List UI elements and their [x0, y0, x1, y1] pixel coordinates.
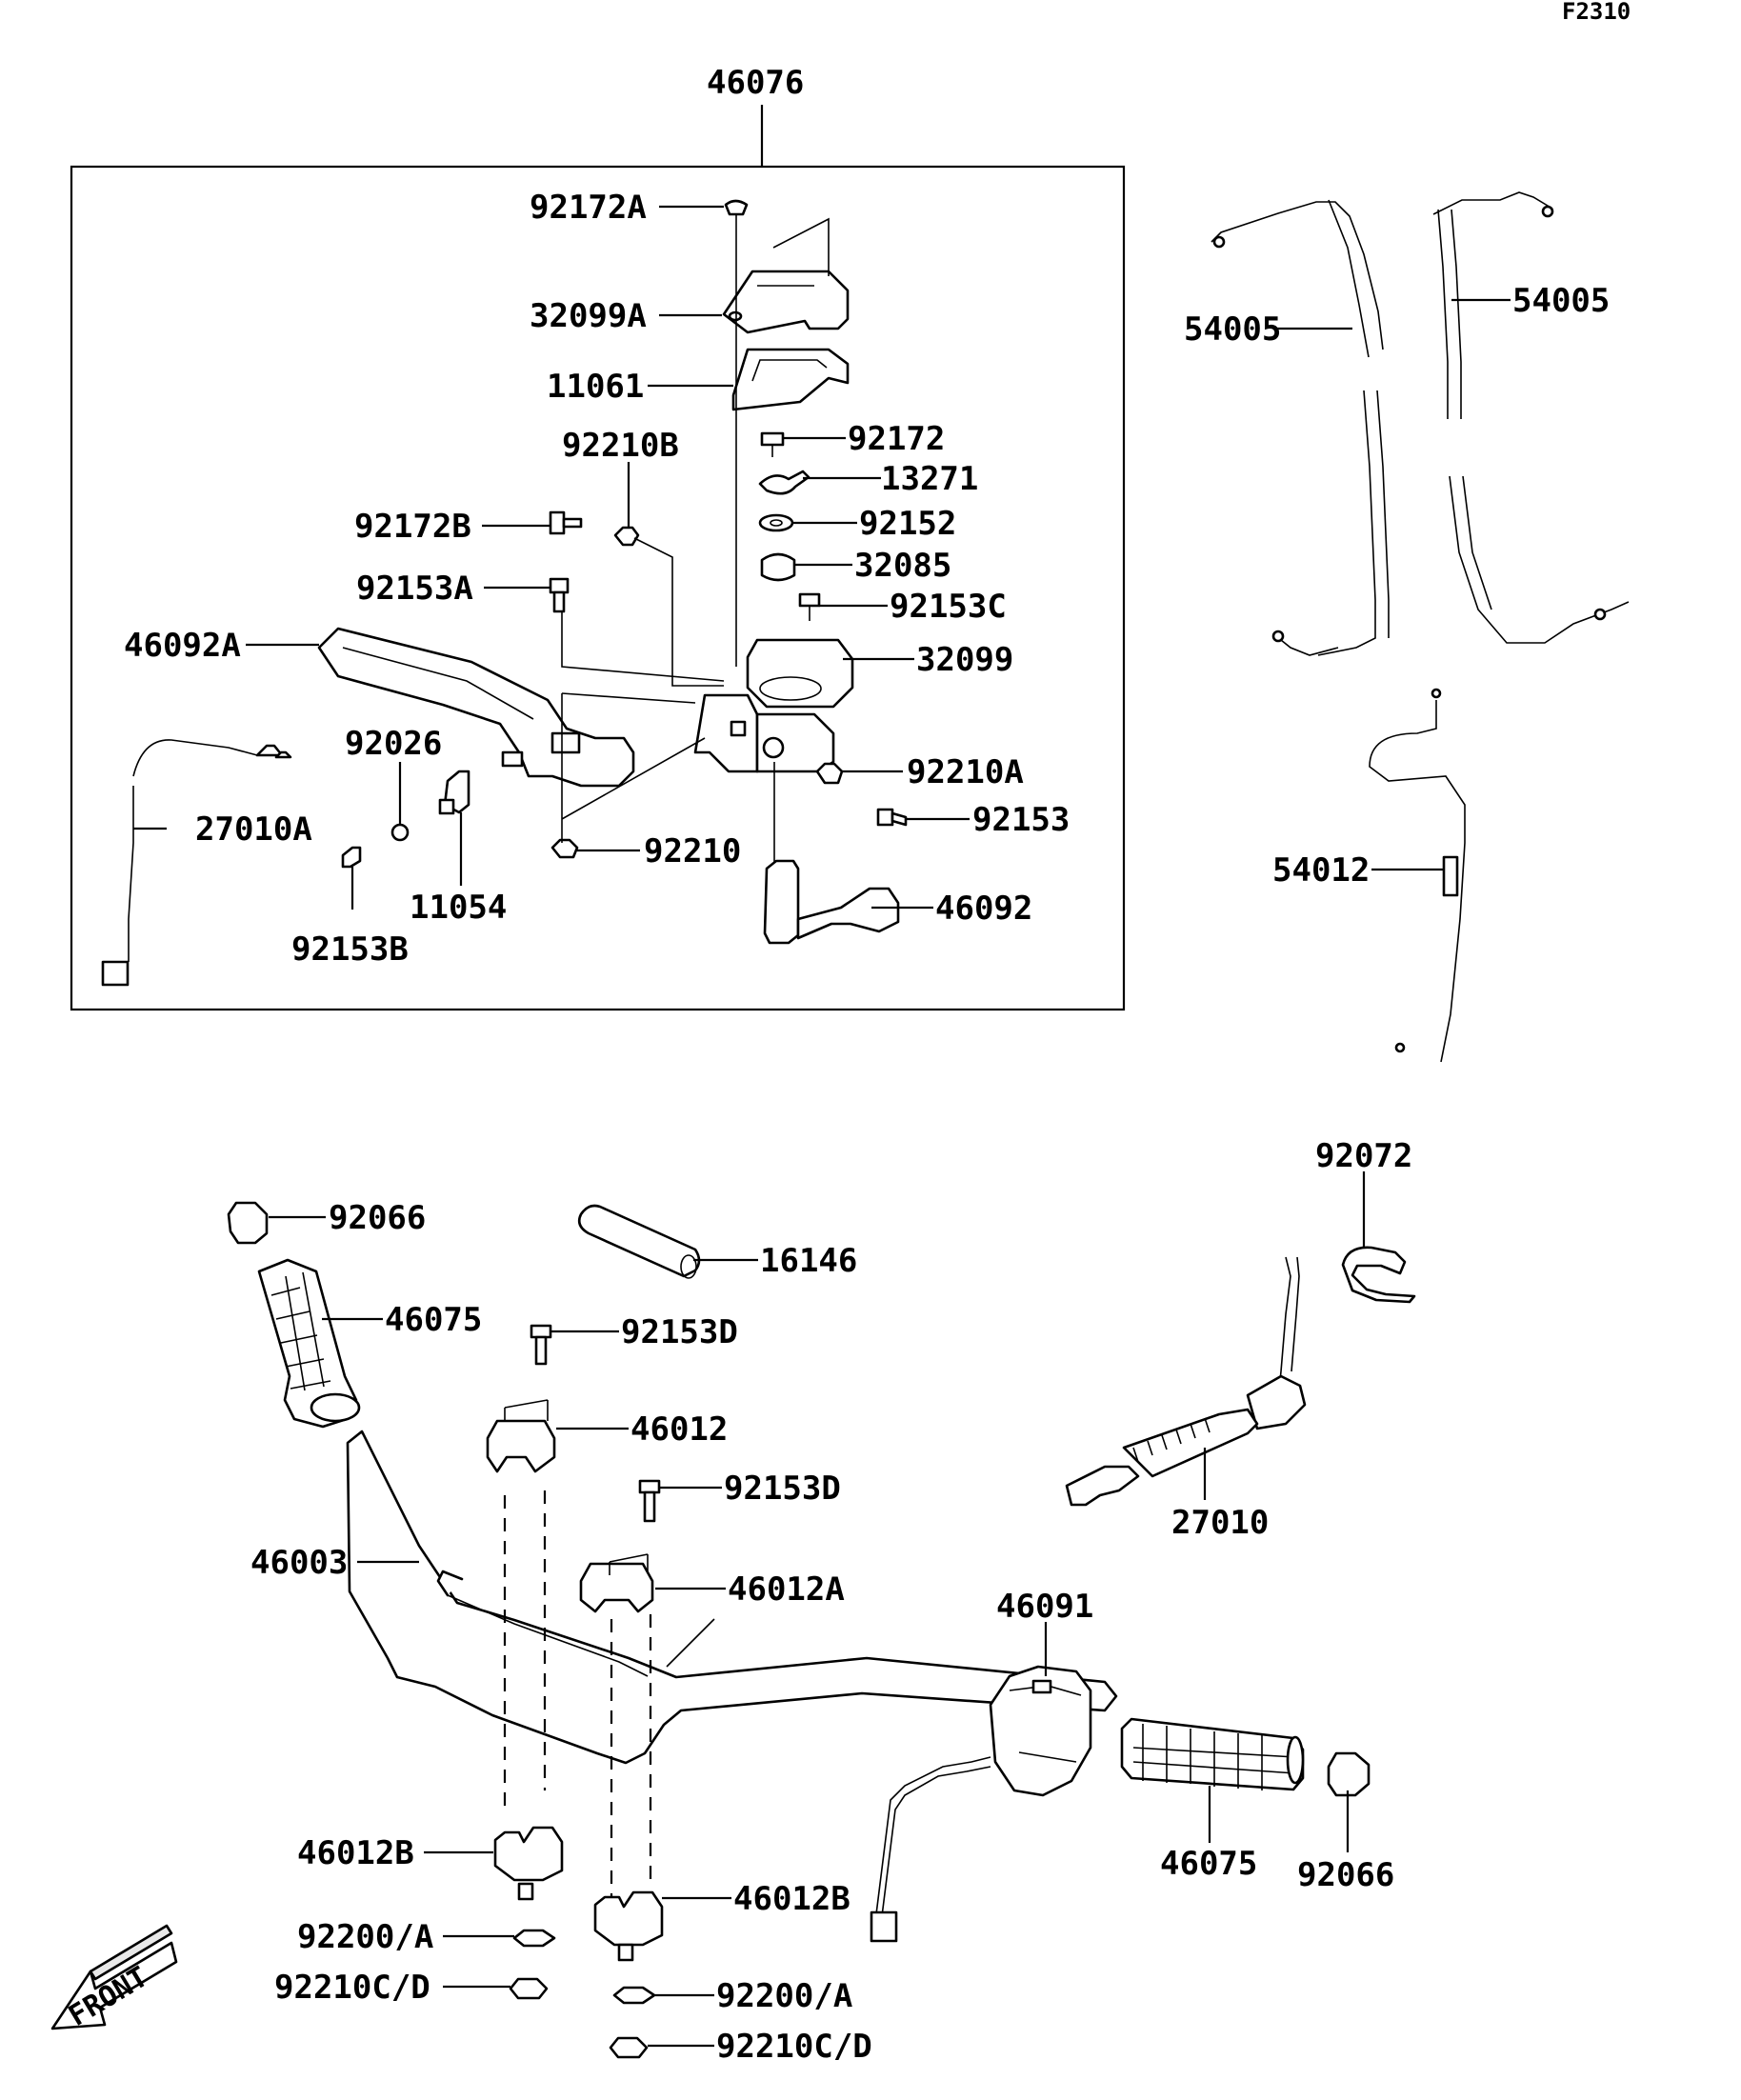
part-label-92210: 92210 — [644, 832, 741, 870]
clamp-46012: 46012 — [486, 1399, 728, 1473]
switch-housing-46091: 46091 — [870, 1588, 1093, 1943]
part-label-92153B: 92153B — [291, 930, 409, 969]
screw-92153 — [876, 808, 908, 827]
end-weight-92066-left: 92066 — [227, 1199, 426, 1245]
part-label-92210CD-left: 92210C/D — [274, 1969, 430, 2007]
nut-92210B — [613, 526, 640, 547]
clamp-46012B-right: 46012B — [593, 1880, 850, 1962]
part-label-92172B: 92172B — [354, 508, 471, 546]
part-label-32085: 32085 — [854, 547, 951, 585]
part-label-92153D-lower: 92153D — [724, 1470, 841, 1508]
washer-92200A-right: 92200/A — [612, 1977, 852, 2015]
switch-27010: 27010 — [1065, 1256, 1307, 1542]
cable-54005-right: 54005 — [1432, 191, 1630, 644]
part-label-54005-left: 54005 — [1184, 310, 1281, 349]
bolt-92153A — [549, 577, 570, 613]
bolt-92153C — [798, 592, 821, 621]
part-label-46092: 46092 — [935, 890, 1032, 928]
gasket-11061 — [731, 348, 850, 411]
grip-46075-right: 46075 — [1120, 1717, 1305, 1883]
bolt-92153D-lower: 92153D — [638, 1470, 841, 1523]
washer-92200A-left: 92200/A — [297, 1918, 556, 1956]
part-label-13271: 13271 — [881, 460, 978, 498]
switch-27010A — [101, 739, 292, 987]
part-label-32099A: 32099A — [530, 297, 647, 335]
part-label-46012A: 46012A — [728, 1570, 845, 1609]
clamp-46012B-left: 46012B — [297, 1826, 564, 1901]
screw-92153B — [341, 846, 362, 869]
master-cylinder-parts — [101, 199, 908, 987]
end-weight-92066-right: 92066 — [1297, 1751, 1394, 1894]
part-label-27010A: 27010A — [195, 810, 312, 849]
front-direction-arrow: FRONT — [50, 1924, 178, 2033]
part-label-54012: 54012 — [1272, 851, 1370, 890]
part-label-11061: 11061 — [547, 368, 644, 406]
part-label-92200A-left: 92200/A — [297, 1918, 433, 1956]
nut-92210CD-right: 92210C/D — [609, 2028, 872, 2066]
assembly-labels: 92172A 32099A 11061 92172 13271 92152 32… — [124, 189, 1070, 969]
part-label-92066-right: 92066 — [1297, 1856, 1394, 1894]
cap-screw-92172A — [724, 199, 749, 229]
part-label-54005-right: 54005 — [1512, 282, 1610, 320]
part-label-46092A: 46092A — [124, 627, 241, 665]
screw-92172 — [760, 431, 785, 457]
part-label-92210B: 92210B — [562, 427, 679, 465]
part-label-92153D-upper: 92153D — [621, 1313, 738, 1351]
grip-46075-left: 46075 — [257, 1258, 482, 1429]
bracket-11054 — [438, 770, 470, 815]
assembly-leaders — [133, 205, 970, 910]
part-label-92026: 92026 — [345, 725, 442, 763]
part-label-92153A: 92153A — [356, 570, 473, 608]
master-cylinder-32099 — [693, 638, 854, 773]
clamp-46012A: 46012A — [579, 1553, 845, 1613]
cable-54012: 54012 — [1272, 688, 1466, 1063]
part-label-46091: 46091 — [996, 1588, 1093, 1626]
part-label-46075-right: 46075 — [1160, 1845, 1257, 1883]
part-label-92152: 92152 — [859, 505, 956, 543]
band-92072: 92072 — [1315, 1137, 1416, 1304]
bolt-92153D-upper: 92153D — [530, 1313, 738, 1366]
figure-code: F2310 — [1562, 0, 1631, 25]
part-label-92210CD-right: 92210C/D — [716, 2028, 872, 2066]
reservoir-cap-32099A — [722, 270, 850, 334]
part-label-11054: 11054 — [410, 889, 507, 927]
handlebar-46003: 46003 — [250, 1430, 1118, 1765]
lever-46092 — [763, 859, 900, 945]
part-label-92172A: 92172A — [530, 189, 647, 227]
part-label-27010: 27010 — [1171, 1504, 1269, 1542]
part-label-46012B-right: 46012B — [733, 1880, 850, 1918]
lever-46092A — [317, 627, 635, 788]
pad-16146: 16146 — [577, 1204, 857, 1280]
part-label-16146: 16146 — [760, 1242, 857, 1280]
part-label-92172: 92172 — [848, 420, 945, 458]
part-label-92072: 92072 — [1315, 1137, 1412, 1175]
part-label-46012: 46012 — [630, 1410, 728, 1449]
collar-92152 — [758, 513, 794, 532]
part-label-92153C: 92153C — [890, 588, 1007, 626]
part-label-92066-left: 92066 — [329, 1199, 426, 1237]
assembly-box — [70, 165, 1126, 1011]
cable-54005-left: 54005 — [1184, 199, 1390, 656]
part-label-92200A-right: 92200/A — [716, 1977, 852, 2015]
collar-92026 — [390, 823, 410, 842]
part-label-32099: 32099 — [916, 641, 1013, 679]
part-label-92153: 92153 — [972, 801, 1070, 839]
assembly-46076: 46076 — [70, 64, 1126, 1011]
part-label-46003: 46003 — [250, 1544, 348, 1582]
diaphragm-32085 — [760, 552, 796, 582]
nut-92210CD-left: 92210C/D — [274, 1969, 549, 2007]
part-label-92210A: 92210A — [907, 753, 1024, 791]
nut-92210A — [815, 762, 844, 785]
handlebar-section: 92066 46075 16146 92153D — [227, 1199, 1118, 2066]
part-label-46076: 46076 — [707, 64, 804, 102]
plate-13271 — [758, 470, 810, 495]
part-label-46012B-left: 46012B — [297, 1834, 414, 1872]
screw-92172B — [549, 510, 583, 535]
nut-92210 — [550, 838, 579, 859]
part-label-46075-left: 46075 — [385, 1301, 482, 1339]
